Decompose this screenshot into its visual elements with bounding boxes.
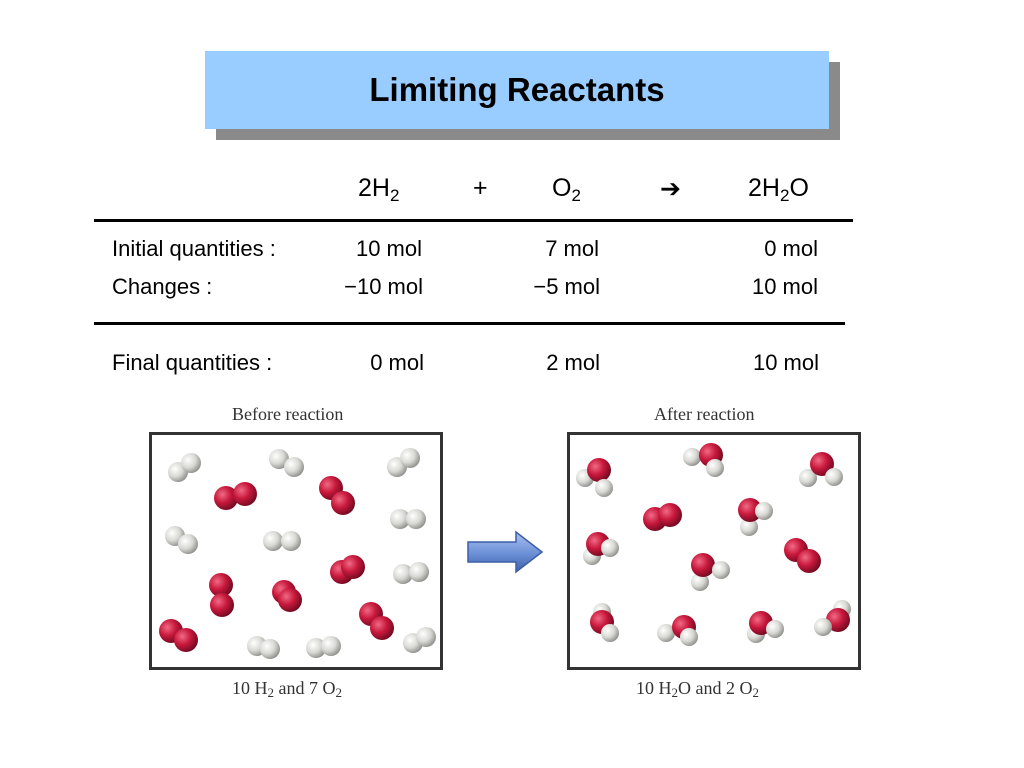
water-hydrogen-atom [755,502,773,520]
water-hydrogen-atom [766,620,784,638]
molecules-layer [159,443,851,659]
o2-molecule-atom [797,549,821,573]
o2-molecule-atom [370,616,394,640]
final-h2o: 10 mol [752,350,819,375]
o2-subscript: 2 [571,186,581,205]
o2-molecule-atom [209,573,233,597]
water-hydrogen-atom [691,573,709,591]
changes-o2: −5 mol [533,274,600,299]
o2-molecule-atom [233,482,257,506]
before-caption: 10 H2 and 7 O2 [232,678,342,699]
water-hydrogen-atom [601,539,619,557]
h2-molecule-atom [284,457,304,477]
h2o-text: 2H [748,174,780,202]
initial-h2o: 0 mol [764,236,818,261]
after-caption-a-sub: 2 [671,685,679,700]
final-o2: 2 mol [546,350,600,375]
o2-molecule-atom [341,555,365,579]
h2-molecule-atom [260,639,280,659]
o2-molecule-atom [331,491,355,515]
water-oxygen-atom [691,553,715,577]
water-hydrogen-atom [595,479,613,497]
o2-molecule-atom [174,628,198,652]
water-oxygen-atom [810,452,834,476]
before-reaction-label: Before reaction [232,404,344,424]
water-oxygen-atom [738,498,762,522]
reaction-arrow-icon: ➔ [660,175,681,203]
title-box: Limiting Reactants [205,51,829,129]
water-hydrogen-atom [740,518,758,536]
h2-molecule-atom [390,509,410,529]
after-caption-b: O and 2 O [678,678,753,698]
h2-molecule-atom [393,564,413,584]
h2-molecule-atom [321,636,341,656]
water-hydrogen-atom [814,618,832,636]
bottom-rule [94,322,845,325]
water-oxygen-atom [826,608,850,632]
h2-text: 2H [358,174,390,202]
water-oxygen-atom [587,458,611,482]
equation-o2: O2 [552,174,581,205]
h2-molecule-atom [263,531,283,551]
equation-h2o: 2H2O [748,174,809,205]
initial-label: Initial quantities : [112,236,276,261]
h2-molecule-atom [409,562,429,582]
equation-plus: + [473,174,488,202]
before-caption-a: 10 H [232,678,268,698]
o2-molecule-atom [210,593,234,617]
water-hydrogen-atom [799,469,817,487]
h2-molecule-atom [416,627,436,647]
initial-o2: 7 mol [545,236,599,261]
slide-title: Limiting Reactants [369,71,665,108]
top-rule [94,219,853,222]
initial-h2: 10 mol [355,236,422,261]
o2-text: O [552,174,572,202]
water-hydrogen-atom [657,624,675,642]
water-hydrogen-atom [825,468,843,486]
reaction-arrow-graphic [467,530,544,574]
water-hydrogen-atom [683,448,701,466]
h2-molecule-atom [400,448,420,468]
equation-h2: 2H2 [358,174,400,205]
water-hydrogen-atom [680,628,698,646]
after-caption: 10 H2O and 2 O2 [636,678,759,699]
o2-molecule-atom [658,503,682,527]
h2-molecule-atom [178,534,198,554]
h2-molecule-atom [269,449,289,469]
after-caption-a: 10 H [636,678,672,698]
h2-molecule-atom [281,531,301,551]
water-hydrogen-atom [706,459,724,477]
after-caption-b-sub: 2 [752,685,760,700]
changes-h2o: 10 mol [751,274,818,299]
final-h2: 0 mol [370,350,424,375]
h2-molecule-atom [406,509,426,529]
water-hydrogen-atom [712,561,730,579]
h2-molecule-atom [306,638,326,658]
h2o-tail: O [789,174,809,202]
h2o-subscript: 2 [779,186,790,205]
water-hydrogen-atom [601,624,619,642]
o2-molecule-atom [214,486,238,510]
before-caption-a-sub: 2 [267,685,275,700]
h2-molecule-atom [181,453,201,473]
final-label: Final quantities : [112,350,273,375]
after-reaction-label: After reaction [654,404,755,424]
changes-label: Changes : [112,274,213,299]
before-caption-b: and 7 O [274,678,336,698]
changes-h2: −10 mol [344,274,423,299]
before-caption-b-sub: 2 [335,685,343,700]
o2-molecule-atom [278,588,302,612]
h2-subscript: 2 [389,186,400,205]
